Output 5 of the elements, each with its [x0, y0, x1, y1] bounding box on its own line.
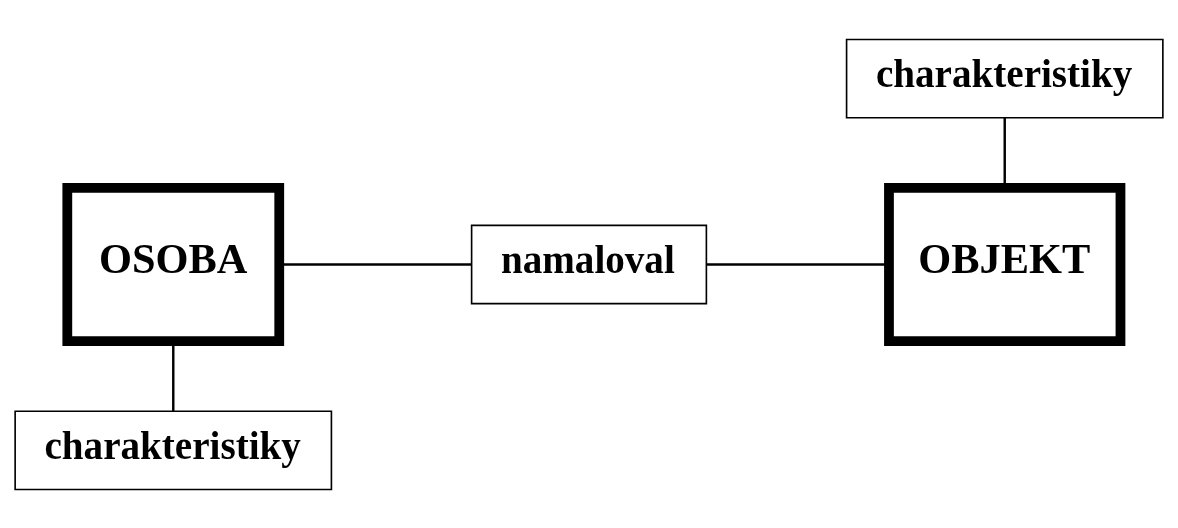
node-box: namaloval	[470, 224, 708, 304]
node-box: OSOBA	[62, 182, 285, 346]
node-box: charakteristiky	[14, 409, 333, 490]
node-box: OBJEKT	[884, 182, 1126, 346]
node-box: charakteristiky	[845, 38, 1164, 119]
